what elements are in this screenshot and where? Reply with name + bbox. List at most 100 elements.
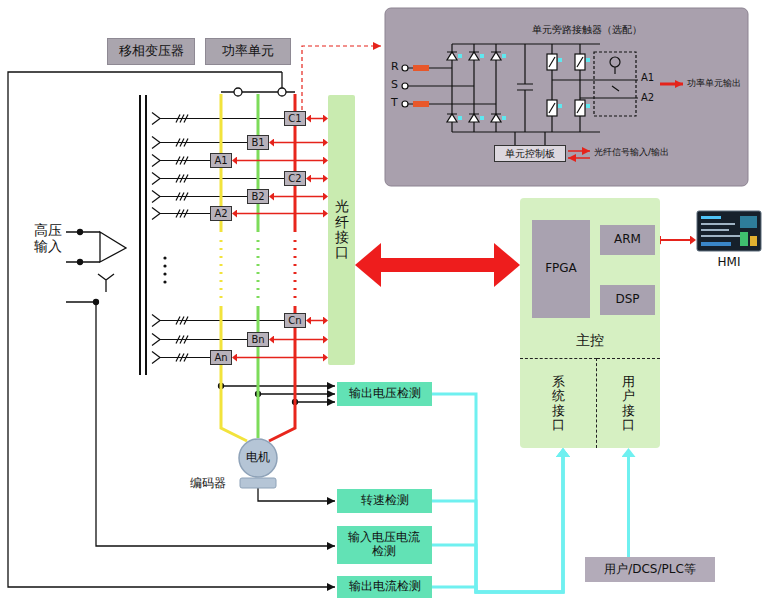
connector (381, 258, 494, 272)
power-cell: B1 (247, 135, 269, 150)
hmi-screen-image (701, 216, 721, 219)
motor-outline (239, 439, 277, 477)
power-cell: Cn (284, 313, 306, 328)
node-text: Cn (288, 315, 301, 327)
unit-schematic (586, 58, 590, 62)
output-wiring (258, 488, 335, 501)
plain-label: 光纤信号输入/输出 (594, 147, 669, 157)
node-text: A2 (214, 208, 227, 220)
phase-line (257, 240, 260, 300)
node-text: An (214, 352, 227, 364)
node-text: HMI (718, 256, 741, 270)
unit-schematic (502, 116, 506, 120)
power-cell: Bn (247, 332, 269, 347)
detection-box: 转速检测 (337, 489, 432, 513)
plain-label: 高压输入 (34, 222, 62, 254)
continuation-dots (163, 280, 166, 283)
unit-schematic (594, 52, 636, 116)
unit-schematic (458, 54, 462, 58)
phase-line (221, 94, 295, 441)
power-cell: A2 (210, 206, 232, 221)
transformer-core (140, 95, 146, 375)
node-text: DSP (615, 293, 639, 307)
node-text: 移相变压器 (119, 44, 184, 59)
unit-schematic (413, 101, 429, 107)
hmi-screen-image (701, 235, 741, 237)
node-text: C1 (288, 113, 301, 125)
power-cell: C2 (284, 171, 306, 186)
continuation-dots (163, 256, 166, 259)
power-cell: An (210, 350, 232, 365)
hmi-screen: HMI (696, 210, 762, 270)
plain-label: S (391, 79, 398, 92)
transformer-core (140, 95, 146, 375)
connector (661, 239, 690, 241)
chip-block: DSP (600, 285, 655, 315)
node-text: B1 (251, 137, 264, 149)
phase-line (269, 94, 295, 441)
unit-schematic (458, 116, 462, 120)
continuation-dots (163, 264, 166, 267)
secondary-winding (152, 352, 210, 364)
plain-label: 编码器 (190, 477, 226, 491)
output-wiring (295, 401, 335, 402)
continuation-dots (163, 272, 166, 275)
detection-box: 输入电压电流检测 (337, 526, 432, 564)
power-cell: C1 (284, 111, 306, 126)
output-wiring (8, 72, 335, 587)
unit-schematic (558, 104, 562, 108)
unit-panel (385, 8, 748, 186)
secondary-winding (152, 113, 284, 125)
hmi-screen-image (740, 216, 757, 228)
interface-block: 系统接口 (520, 358, 597, 448)
phase-line (294, 240, 297, 300)
unit-panel (385, 8, 748, 186)
unit-schematic (480, 54, 484, 58)
signal-arrow (568, 157, 590, 159)
node-text: 主控 (576, 332, 604, 348)
fiber-interface: 光纤接口 (328, 95, 355, 365)
secondary-winding (152, 315, 284, 327)
connector (237, 357, 323, 359)
input-symbol (78, 260, 83, 265)
node-text: 用户/DCS/PLC等 (604, 563, 696, 577)
node-text: B2 (251, 191, 264, 203)
connector (432, 457, 563, 592)
input-symbol (78, 230, 83, 235)
unit-schematic (402, 83, 408, 89)
input-symbol (100, 232, 126, 262)
connector (432, 457, 563, 592)
component-tag: 功率单元 (205, 38, 291, 65)
secondary-winding (152, 191, 247, 203)
detection-box: 输出电流检测 (337, 576, 432, 598)
connector (311, 118, 323, 120)
chip-block: ARM (600, 225, 655, 255)
connector (274, 142, 323, 144)
node-text: 输入电压电流检测 (347, 531, 421, 559)
node-text: 光纤接口 (335, 199, 349, 261)
output-wiring (278, 88, 286, 96)
node-text: 电机 (246, 451, 270, 465)
output-wiring (221, 385, 335, 386)
unit-schematic (558, 58, 562, 62)
input-symbol (66, 232, 100, 302)
unit-schematic (502, 54, 506, 58)
detection-box: 输出电压检测 (337, 382, 432, 406)
unit-schematic (517, 44, 533, 132)
unit-schematic (552, 80, 638, 98)
unit-schematic (402, 65, 408, 71)
hmi-screen-image (740, 232, 748, 246)
node-text: 系统接口 (552, 375, 565, 432)
node-text: 输出电流检测 (349, 580, 421, 594)
plain-label: A1 (641, 72, 654, 84)
unit-schematic (447, 52, 457, 122)
connector (237, 213, 323, 215)
output-wiring (234, 88, 242, 96)
unit-schematic (480, 116, 484, 120)
node-text: C2 (288, 173, 301, 185)
unit-schematic (610, 57, 620, 67)
secondary-winding (152, 173, 284, 185)
plain-label: 单元旁路接触器（选配） (532, 24, 642, 36)
unit-schematic (491, 52, 501, 122)
connector (274, 339, 323, 341)
